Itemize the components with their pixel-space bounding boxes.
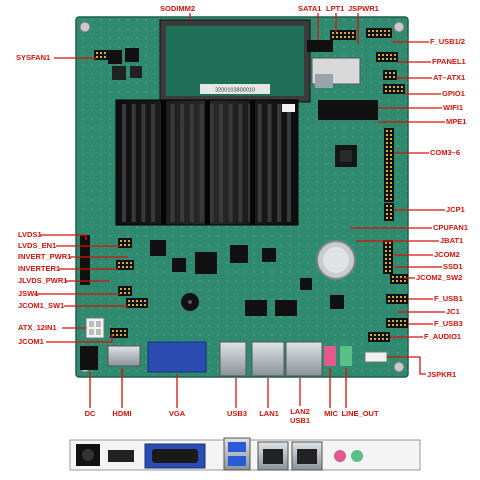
heatsink-fin xyxy=(277,104,282,222)
heatsink-fin xyxy=(122,104,126,222)
label-at-atx1: AT–ATX1 xyxy=(433,73,466,82)
label-sysfan1: SYSFAN1 xyxy=(16,53,51,62)
header-f-usb1 xyxy=(386,294,408,304)
label-lan2-usb1-line2: USB1 xyxy=(289,416,310,425)
heatsink-fin xyxy=(131,104,136,222)
header-jsw1 xyxy=(118,286,132,296)
heatsink-fin xyxy=(151,104,156,222)
header-gpio1 xyxy=(383,84,405,94)
label-line-out: LINE_OUT xyxy=(341,409,379,418)
heatsink-fin xyxy=(257,104,262,222)
chip-icon xyxy=(335,145,357,167)
label-ssd1: SSD1 xyxy=(443,262,463,271)
sata-connector xyxy=(307,40,333,52)
heatsink-fin xyxy=(189,104,194,222)
heatsink-fin xyxy=(267,104,272,222)
heatsink-fin xyxy=(228,104,233,222)
lvds-connector xyxy=(80,235,90,285)
label-jc1: JC1 xyxy=(446,307,460,316)
label-gpio1: GPIO1 xyxy=(442,89,465,98)
cpu-heatsink xyxy=(115,99,299,226)
label-inverter1: INVERTER1 xyxy=(18,264,61,273)
label-jspwr1: JSPWR1 xyxy=(348,4,379,13)
label-jcom2: JCOM2 xyxy=(434,250,460,259)
label-jcom1: JCOM1 xyxy=(18,337,44,346)
leader-jspkr1 xyxy=(387,356,426,375)
label-jspkr1: JSPKR1 xyxy=(427,370,457,379)
heatsink-fin xyxy=(209,104,214,222)
header-jcp1 xyxy=(384,203,394,221)
label-sata1: SATA1 xyxy=(298,4,322,13)
leader-lines xyxy=(34,13,445,408)
label-cpufan1: CPUFAN1 xyxy=(433,223,469,232)
heatsink-fin xyxy=(199,104,204,222)
header-inverter1 xyxy=(116,260,134,270)
jspkr-connector xyxy=(364,351,388,363)
small-ics xyxy=(108,48,344,316)
sodimm-slot: 3200103800010 xyxy=(159,19,311,103)
header-f-audio1 xyxy=(368,332,390,342)
label-jbat1: JBAT1 xyxy=(440,236,464,245)
label-dc: DC xyxy=(84,409,96,418)
header-com3-6 xyxy=(384,128,394,202)
heatsink-rib xyxy=(161,100,166,225)
label-sodimm2: SODIMM2 xyxy=(160,4,196,13)
mpcie-slots xyxy=(311,57,378,120)
label-jcp1: JCP1 xyxy=(446,205,465,214)
label-wifi1: WIFI1 xyxy=(443,103,463,112)
label-vga: VGA xyxy=(168,409,186,418)
header-lvds-en1 xyxy=(118,238,132,248)
label-atx-12in1: ATX_12IN1 xyxy=(18,323,57,332)
heatsink-fin xyxy=(286,104,291,222)
label-f-usb3: F_USB3 xyxy=(434,319,463,328)
label-usb3: USB3 xyxy=(226,409,247,418)
heatsink-rib xyxy=(250,100,255,225)
label-invert-pwr1: INVERT_PWR1 xyxy=(18,252,72,261)
label-mic: MIC xyxy=(324,409,338,418)
heatsink-fin xyxy=(238,104,243,222)
header-jcom1 xyxy=(110,328,128,338)
label-lan1: LAN1 xyxy=(259,409,279,418)
buzzer-icon xyxy=(181,293,199,311)
header-jcom1-sw1 xyxy=(126,298,148,308)
label-lvds-en1: LVDS_EN1 xyxy=(18,241,57,250)
label-lan2-usb1-line1: LAN2 xyxy=(290,407,310,416)
label-lvds1: LVDS1 xyxy=(18,230,42,239)
header-at-atx1 xyxy=(383,70,397,80)
label-com3-6: COM3–6 xyxy=(430,148,461,157)
heatsink-fin xyxy=(180,104,185,222)
heatsink-rib xyxy=(205,100,210,225)
label-hdmi: HDMI xyxy=(112,409,132,418)
header-sysfan1 xyxy=(94,50,108,60)
rear-io-strip xyxy=(69,437,421,471)
leader-jcom1 xyxy=(46,334,113,343)
header-fpanel1 xyxy=(376,52,398,62)
header-f-usb3 xyxy=(386,318,408,328)
pin-headers xyxy=(94,28,408,342)
label-lpt1: LPT1 xyxy=(326,4,345,13)
rear-io-board xyxy=(80,341,352,377)
label-jcom2-sw2: JCOM2_SW2 xyxy=(416,273,463,282)
label-f-audio1: F_AUDIO1 xyxy=(424,332,462,341)
heatsink-fin xyxy=(219,104,223,222)
header-jcom2-sw2 xyxy=(390,274,408,284)
label-fpanel1: FPANEL1 xyxy=(432,57,466,66)
heatsink-fin xyxy=(170,104,175,222)
label-mpe1: MPE1 xyxy=(446,117,467,126)
label-jsw1: JSW1 xyxy=(18,289,39,298)
label-f-usb1: F_USB1 xyxy=(434,294,463,303)
label-f-usb1-2: F_USB1/2 xyxy=(430,37,466,46)
label-jcom1-sw1: JCOM1_SW1 xyxy=(18,301,65,310)
coin-cell-battery-icon xyxy=(316,240,356,280)
header-jcom2 xyxy=(383,240,393,274)
atx-12v-connector xyxy=(85,317,105,339)
leader-lvds1 xyxy=(40,234,87,240)
heatsink-fin xyxy=(141,104,146,222)
header-lpt1 xyxy=(330,30,356,40)
label-jlvds-pwr1: JLVDS_PWR1 xyxy=(18,276,68,285)
dimm-sticker-text: 3200103800010 xyxy=(215,88,255,94)
header-f-usb1-2 xyxy=(366,28,392,38)
